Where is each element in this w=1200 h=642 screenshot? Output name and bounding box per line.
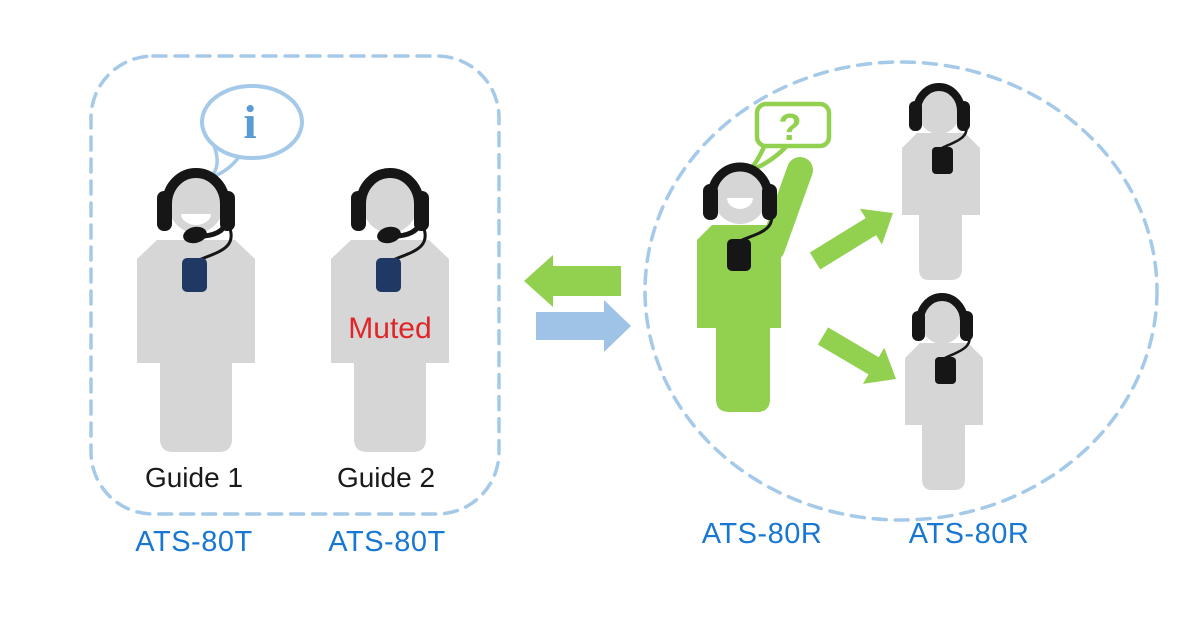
ats-80r-label-2: ATS-80R	[909, 518, 1030, 550]
guest-2-figure	[905, 297, 983, 490]
body-silhouette	[331, 240, 449, 363]
receiver-device	[727, 239, 751, 271]
muted-label: Muted	[348, 312, 431, 345]
asking-guest-figure	[697, 157, 813, 412]
blue-arrow-right-icon	[536, 300, 631, 352]
head	[362, 173, 418, 233]
transmitter-group-boundary	[89, 54, 501, 516]
info-speech-bubble: i	[200, 84, 304, 180]
guest-1-figure	[902, 87, 980, 280]
question-speech-bubble: ?	[746, 101, 832, 175]
ats-80t-label-2: ATS-80T	[328, 526, 445, 558]
headset-icon	[351, 168, 429, 262]
talking-mouth	[181, 214, 211, 225]
headset-icon	[157, 168, 235, 262]
ats-80r-label-1: ATS-80R	[702, 518, 823, 550]
info-icon: i	[243, 96, 256, 149]
ats-80t-label-1: ATS-80T	[135, 526, 252, 558]
guide-2-figure	[331, 168, 449, 452]
head	[713, 168, 767, 224]
green-arrow-left-icon	[524, 255, 621, 307]
body-silhouette	[697, 225, 781, 328]
guide-1-figure	[137, 168, 255, 452]
smiling-mouth	[727, 198, 753, 209]
question-icon: ?	[778, 107, 801, 149]
transmitter-device	[376, 258, 401, 292]
raised-arm	[759, 157, 813, 261]
head	[168, 173, 224, 233]
guide-2-label: Guide 2	[337, 462, 435, 493]
broadcast-arrow-2-icon	[817, 327, 896, 384]
guide-1-label: Guide 1	[145, 462, 243, 493]
body-silhouette	[137, 240, 255, 363]
transmitter-device	[182, 258, 207, 292]
receiver-group-boundary	[643, 60, 1159, 522]
headphones-icon	[703, 162, 777, 242]
broadcast-arrow-1-icon	[809, 208, 893, 270]
